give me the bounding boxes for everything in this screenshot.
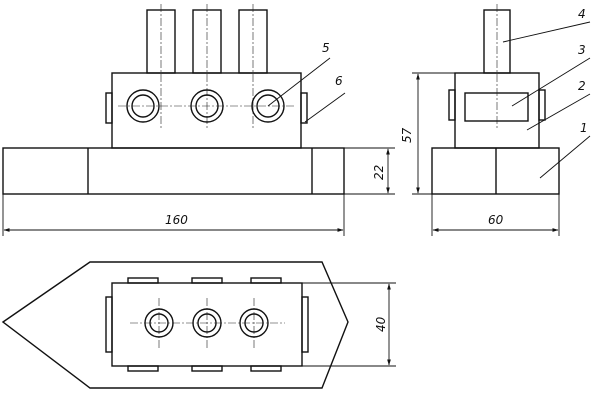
callout-2: 2 (526, 79, 591, 131)
callout-label-3: 3 (578, 43, 586, 57)
dimension-label-160: 160 (165, 213, 188, 227)
callout-5: 5 (267, 41, 331, 107)
callout-1: 1 (539, 121, 591, 179)
dimension-60: 60 (431, 194, 560, 236)
dimension-label-40: 40 (374, 316, 388, 332)
dimension-22: 22 (344, 147, 395, 195)
callout-6: 6 (304, 74, 346, 123)
side-view (431, 4, 560, 195)
top-view (1, 261, 349, 389)
dimension-40: 40 (302, 282, 396, 367)
callout-4: 4 (502, 7, 591, 43)
callout-3: 3 (511, 43, 591, 107)
callout-label-6: 6 (335, 74, 343, 88)
dimension-label-57: 57 (400, 127, 414, 143)
callout-label-4: 4 (578, 7, 586, 21)
dimension-57: 57 (400, 72, 455, 195)
dimension-160: 160 (2, 194, 345, 236)
callout-label-5: 5 (322, 41, 330, 55)
dimension-label-22: 22 (372, 165, 386, 180)
callout-label-1: 1 (580, 121, 588, 135)
dimension-label-60: 60 (488, 213, 504, 227)
callout-label-2: 2 (578, 79, 586, 93)
front-view (2, 4, 345, 195)
